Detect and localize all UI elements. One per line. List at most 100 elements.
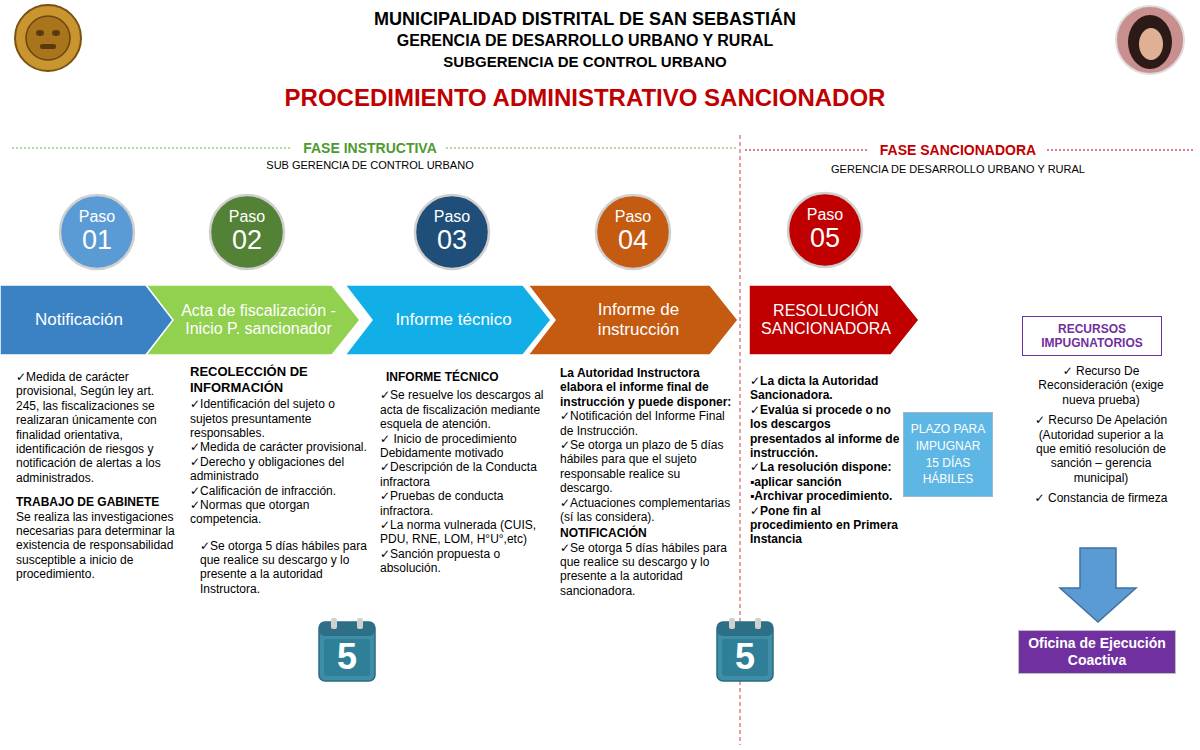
step-note: ✓Se otorga un plazo de 5 días hábiles pa…	[560, 438, 732, 496]
calendar-ring	[331, 618, 337, 629]
node-text-group: Informe de instrucción	[528, 300, 738, 339]
chevron-fill	[528, 285, 738, 355]
phase-subtitle: GERENCIA DE DESARROLLO URBANO Y RURAL	[831, 163, 1085, 176]
calendar-icon: 5	[716, 618, 774, 682]
phase-title: FASE INSTRUCTIVA	[299, 140, 441, 157]
calendar-icon: 5	[318, 618, 376, 682]
step-note: ✓Se otorga 5 días hábiles para que reali…	[200, 539, 374, 597]
step-note: ✓ Inicio de procedimiento Debidamente mo…	[380, 432, 546, 461]
appeals-box: RECURSOS IMPUGNATORIOS	[1022, 316, 1162, 356]
portrait-hair	[1128, 15, 1172, 69]
portrait-disc	[1116, 6, 1184, 74]
node-label: Oficina de Ejecución Coactiva	[1023, 635, 1171, 669]
text-group: MUNICIPALIDAD DISTRITAL DE SAN SEBASTIÁN…	[100, 9, 1070, 111]
text-group: INFORME TÉCNICO ✓Se resuelve los descargo…	[380, 370, 546, 575]
header-text: GERENCIA DE DESARROLLO URBANO Y RURAL	[397, 30, 774, 51]
step-note: ✓Medida de carácter provisional.	[190, 440, 374, 454]
logo-eye	[52, 30, 60, 36]
phase-title: FASE SANCIONADORA	[876, 142, 1040, 159]
phase-subtitle: SUB GERENCIA DE CONTROL URBANO	[266, 159, 473, 172]
node-text-group: Notificación	[0, 310, 174, 330]
step-note: ✓Evalúa si procede o no los descargos pr…	[750, 403, 900, 461]
step-number: 03	[413, 226, 491, 256]
step-note: TRABAJO DE GABINETE	[16, 495, 178, 509]
step-note: ✓Descripción de la Conducta infractora	[380, 460, 546, 489]
node-text-group: Paso03	[413, 208, 491, 255]
text-group: ✓ Recurso De Reconsideración (exige nuev…	[1028, 364, 1174, 512]
step-note: ✓Pone fin al procedimiento en Primera In…	[750, 504, 900, 547]
step-circle: Paso05	[786, 191, 864, 269]
calendar-page	[324, 639, 370, 676]
logo-face	[26, 16, 70, 60]
text-group: ✓La dicta la Autoridad Sancionadora.✓Eva…	[750, 374, 900, 547]
office-box: Oficina de Ejecución Coactiva	[1018, 630, 1176, 674]
logo-mouth	[40, 44, 56, 49]
calendar-body	[319, 622, 375, 681]
calendar-number: 5	[337, 639, 357, 675]
page-title: PROCEDIMIENTO ADMINISTRATIVO SANCIONADOR	[285, 85, 886, 111]
step-note: ✓Medida de carácter provisional, Según l…	[16, 370, 178, 485]
node-text-group: Paso02	[208, 208, 286, 255]
step-note: ✓Actuaciones complementarias (sí las con…	[560, 496, 732, 525]
step-word: Paso	[208, 208, 286, 226]
phase-line	[12, 147, 292, 148]
logo-eye	[36, 30, 44, 36]
portrait-face	[1139, 28, 1163, 60]
step-word: Paso	[786, 206, 864, 224]
step-note: RECOLECCIÓN DE INFORMACIÓN	[190, 364, 374, 395]
appeal-item: ✓ Constancia de firmeza	[1035, 491, 1168, 505]
calendar-page	[722, 639, 768, 676]
step-number: 01	[58, 226, 136, 256]
step-note: ✓Se otorga 5 días hábiles para que reali…	[560, 541, 732, 599]
calendar-body	[717, 622, 773, 681]
step-circle: Paso03	[413, 193, 491, 271]
step-note: ✓Calificación de infracción.	[190, 484, 374, 498]
step-chevron: RESOLUCIÓN SANCIONADORA	[749, 285, 919, 355]
node-label: RECURSOS IMPUGNATORIOS	[1027, 322, 1157, 351]
step-circle: Paso02	[208, 193, 286, 271]
step-number: 02	[208, 226, 286, 256]
step-note: ✓La dicta la Autoridad Sancionadora.	[750, 374, 900, 403]
node-text-group: RECURSOS IMPUGNATORIOS	[1023, 322, 1161, 351]
node-text-group: Paso01	[58, 208, 136, 255]
step-note: ▪Archivar procedimiento.	[750, 489, 900, 503]
appeal-item: ✓ Recurso De Apelación (Autoridad superi…	[1028, 413, 1174, 485]
step-note: ▪aplicar sanción	[750, 475, 900, 489]
node-text-group: Paso04	[594, 208, 672, 255]
appeal-item: ✓ Recurso De Reconsideración (exige nuev…	[1028, 364, 1174, 407]
step-circle: Paso04	[594, 193, 672, 271]
step-note: La Autoridad Instructora elabora el info…	[560, 366, 732, 409]
node-text-group: Acta de fiscalización -Inicio P. sancion…	[146, 302, 360, 339]
chevron-fill	[0, 285, 174, 355]
down-arrow	[1060, 548, 1136, 622]
calendar-ring	[729, 618, 735, 629]
step-note: ✓La resolución dispone:	[750, 460, 900, 474]
step-chevron: Notificación	[0, 285, 174, 355]
chevron-fill	[146, 285, 360, 355]
calendar-band	[319, 622, 375, 636]
step-word: Paso	[594, 208, 672, 226]
calendar-ring	[357, 618, 363, 629]
step-chevron: Informe de instrucción	[528, 285, 738, 355]
node-text-group: PLAZO PARA IMPUGNAR 15 DÍAS HÁBILES	[904, 421, 992, 488]
node-text-group: Oficina de Ejecución Coactiva	[1019, 635, 1175, 669]
text-group: La Autoridad Instructora elabora el info…	[560, 366, 732, 598]
calendar-band	[717, 622, 773, 636]
calendar-number: 5	[735, 639, 755, 675]
node-label: PLAZO PARA IMPUGNAR 15 DÍAS HÁBILES	[909, 421, 987, 488]
step-note: ✓Identificación del sujeto o sujetos pre…	[190, 397, 374, 440]
text-group: ✓Medida de carácter provisional, Según l…	[16, 370, 178, 581]
step-number: 05	[786, 224, 864, 254]
step-word: Paso	[413, 208, 491, 226]
node-label: Informe técnico	[376, 310, 531, 330]
node-text-group: Informe técnico	[345, 310, 551, 330]
step-note: ✓Normas que otorgan competencia.	[190, 498, 374, 527]
step-note: INFORME TÉCNICO	[386, 370, 546, 384]
phase-line	[1047, 149, 1195, 150]
header-text: SUBGERENCIA DE CONTROL URBANO	[443, 51, 726, 72]
step-note: ✓Pruebas de conducta infractora.	[380, 489, 546, 518]
step-number: 04	[594, 226, 672, 256]
step-note: ✓Se resuelve los descargos al acta de fi…	[380, 388, 546, 431]
